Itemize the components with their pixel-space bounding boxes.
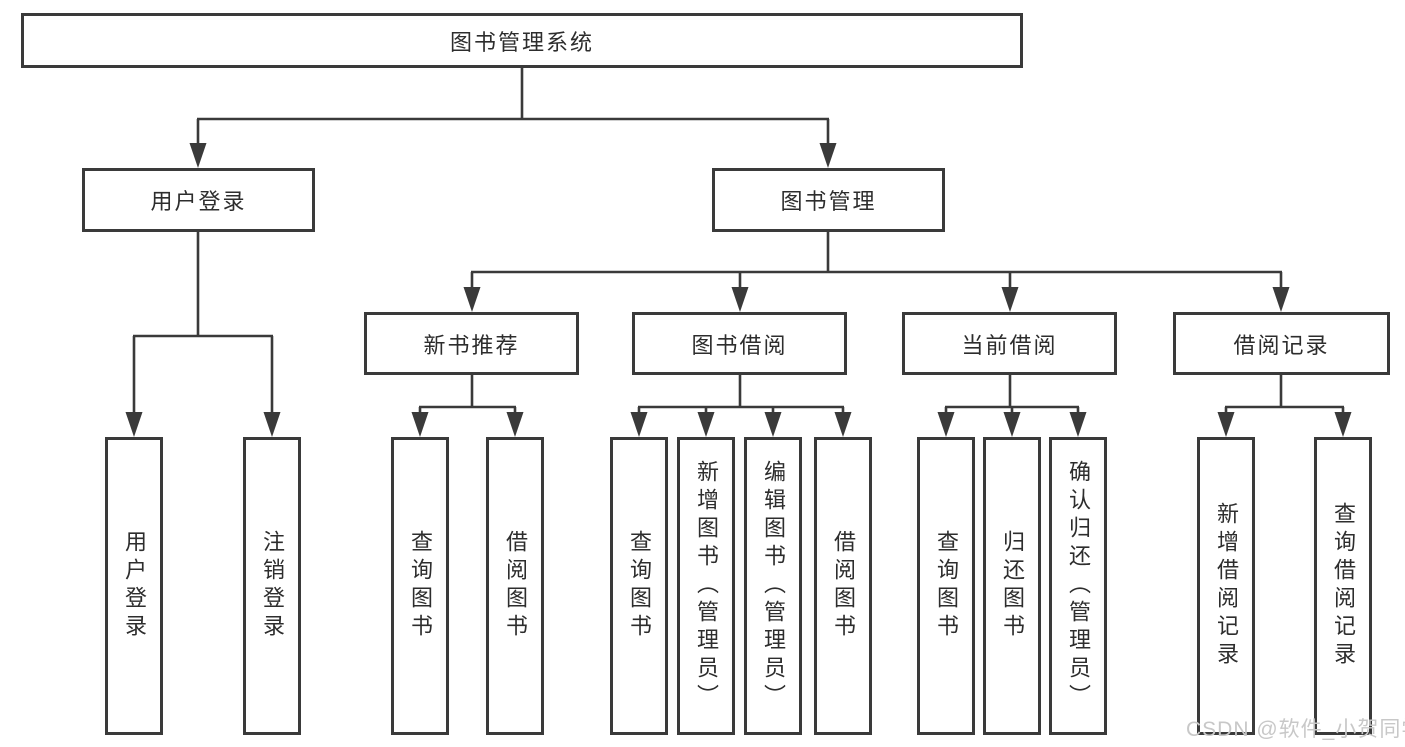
leaf-query-books-borrow: 查询图书: [610, 437, 668, 735]
leaf-add-book-admin: 新增图书（管理员）: [677, 437, 735, 735]
leaf-query-books-current: 查询图书: [917, 437, 975, 735]
leaf-confirm-return-admin: 确认归还（管理员）: [1049, 437, 1107, 735]
node-new-book-recommend: 新书推荐: [364, 312, 579, 375]
node-borrow-records: 借阅记录: [1173, 312, 1390, 375]
node-current-borrow: 当前借阅: [902, 312, 1117, 375]
leaf-edit-book-admin: 编辑图书（管理员）: [744, 437, 802, 735]
leaf-query-books-recommend: 查询图书: [391, 437, 449, 735]
node-user-login: 用户登录: [82, 168, 315, 232]
leaf-query-borrow-record: 查询借阅记录: [1314, 437, 1372, 735]
node-root: 图书管理系统: [21, 13, 1023, 68]
leaf-logout: 注销登录: [243, 437, 301, 735]
leaf-return-book: 归还图书: [983, 437, 1041, 735]
leaf-add-borrow-record: 新增借阅记录: [1197, 437, 1255, 735]
leaf-borrow-books-recommend: 借阅图书: [486, 437, 544, 735]
leaf-user-login: 用户登录: [105, 437, 163, 735]
csdn-watermark: CSDN @软件_小贺同学: [1186, 718, 1405, 741]
node-book-management: 图书管理: [712, 168, 945, 232]
leaf-borrow-books-2: 借阅图书: [814, 437, 872, 735]
node-book-borrow: 图书借阅: [632, 312, 847, 375]
